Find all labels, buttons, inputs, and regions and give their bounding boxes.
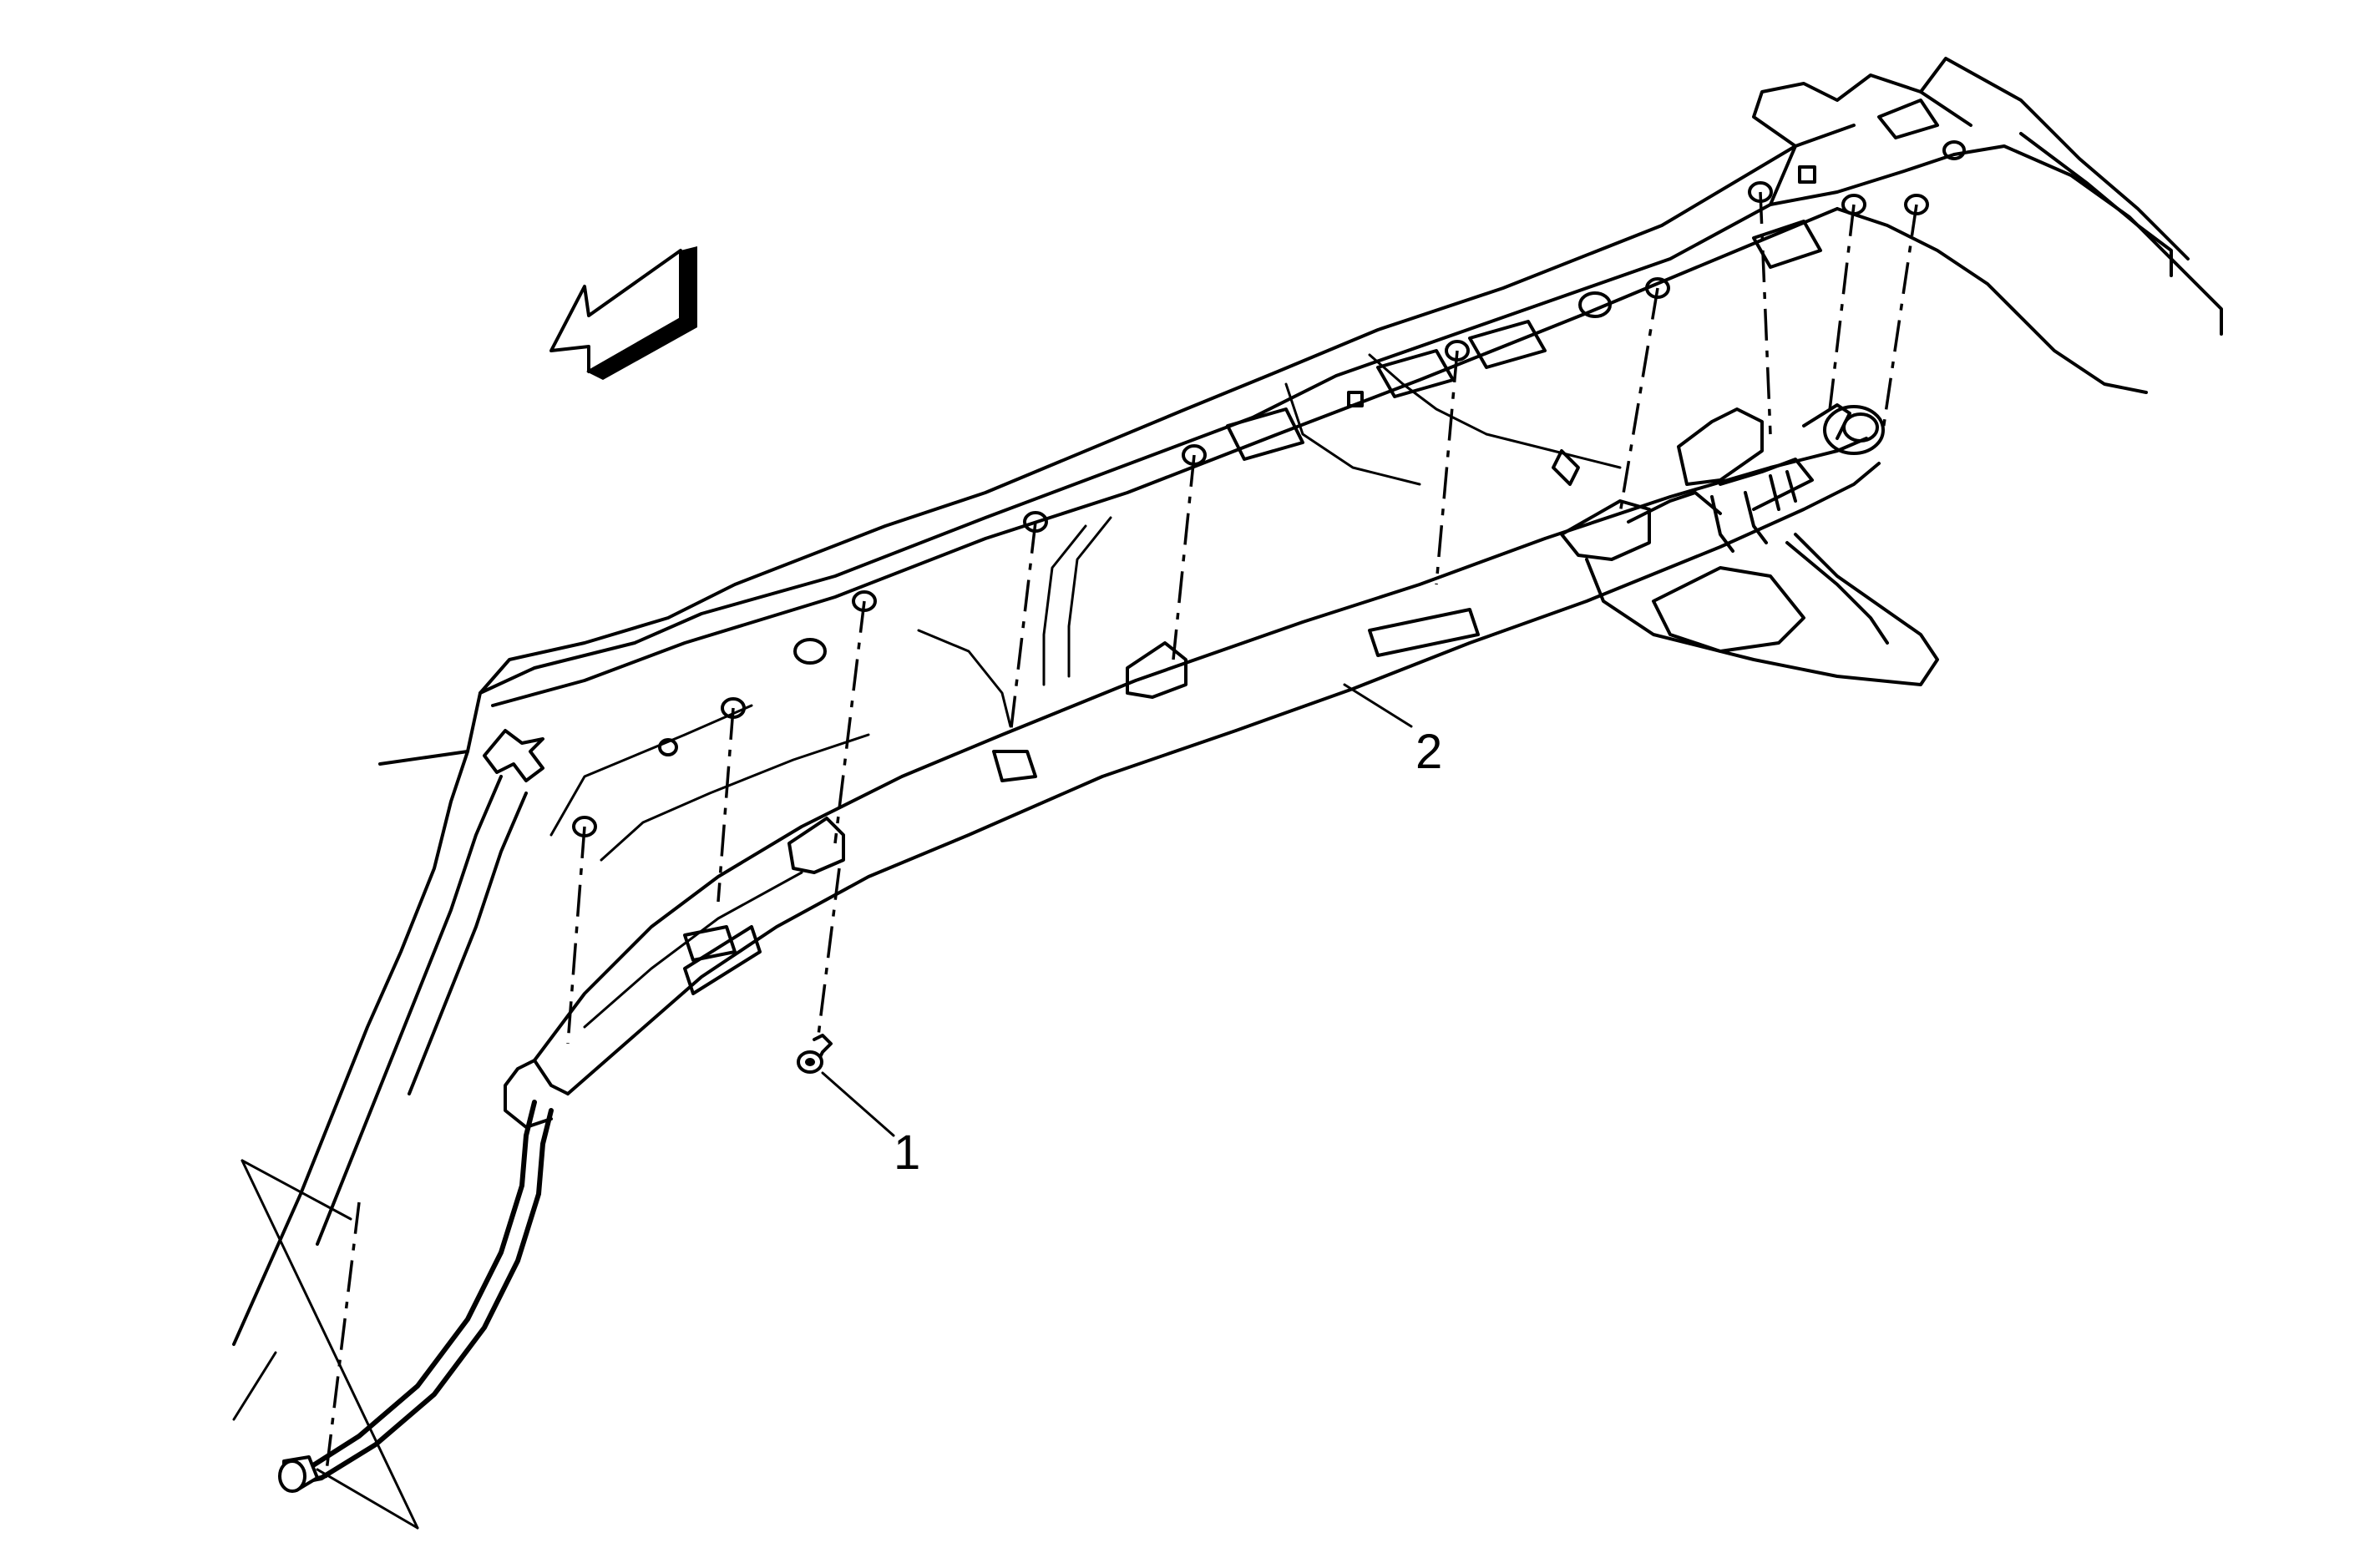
view-clip-lines [232, 1159, 419, 1530]
mounting-holes [572, 181, 1929, 837]
roof-rail-airbag [504, 403, 1885, 1129]
body-cutouts [483, 99, 1966, 782]
bolt [797, 1034, 833, 1074]
airbag-tether-harness [278, 1100, 554, 1493]
leader-lines [821, 683, 1413, 1137]
alignment-lines [324, 191, 1918, 1479]
callout-2: 2 [1415, 725, 1442, 779]
roof-rail-body-structure [232, 57, 2223, 1346]
front-direction-arrow-icon [549, 246, 697, 380]
callout-1: 1 [894, 1126, 920, 1180]
